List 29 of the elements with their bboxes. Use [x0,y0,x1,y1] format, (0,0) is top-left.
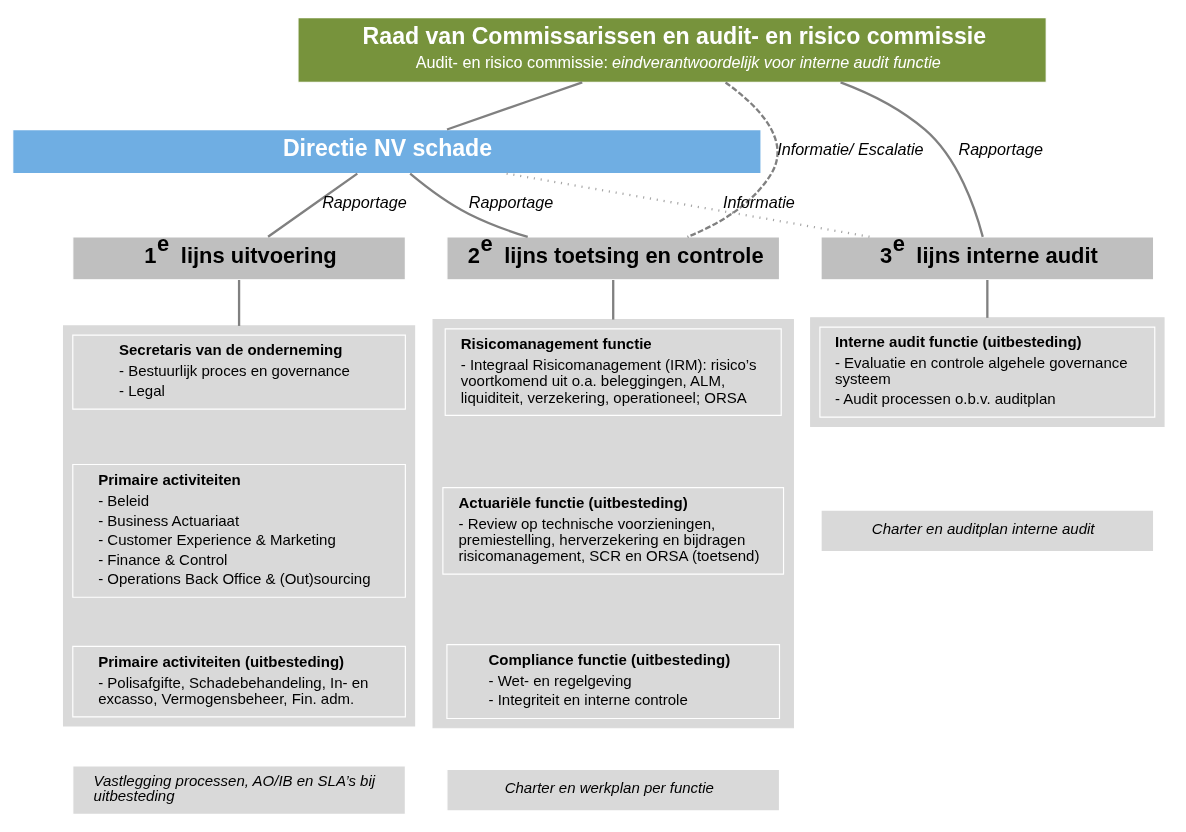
node-box: Interne audit functie (uitbesteding) - Evaluatie en controle algehele governance systeem - Audit processen o.b.v. auditplan [819,326,1156,418]
node-box: Charter en auditplan interne audit [820,509,1155,553]
node-box: Vastlegging processen, AO/IB en SLA’s bij uitbesteding [72,765,406,815]
connector [506,172,872,239]
node-box: Secretaris van de onderneming - Bestuurlijk proces en governance - Legal [72,334,406,410]
node-box: Directie NV schade [12,129,762,175]
connector [409,172,529,239]
node-box: Actuariële functie (uitbesteding) - Review op technische voorzieningen, premiestelling, herverzekering en bijdragen risicomanagement, SCR en ORSA (toetsend) [442,487,785,575]
node-box: Primaire activiteiten (uitbesteding) - Polisafgifte, Schadebehandeling, In- en excasso, Vermogensbeheer, Fin. adm. [72,645,406,718]
node-box: Raad van Commissarissen en audit- en risico commissie Audit- en risico commissie: eindverantwoordelijk voor interne audit functie [297,17,1047,83]
edge-label: Rapportage [958,139,1043,158]
node-box: Charter en werkplan per functie [446,768,781,812]
connector [237,279,241,326]
edge-label: Informatie [722,193,795,212]
connector [267,172,358,238]
connector [446,81,583,131]
cluster [810,317,1165,427]
node-box: Risicomanagement functie - Integraal Risicomanagement (IRM): risico’s voortkomend uit o.a. beleggingen, ALM, liquiditeit, verzekering, operationeel; ORSA [444,328,782,416]
edge-label: Informatie/ Escalatie [777,139,924,158]
cluster [63,325,416,727]
connector [840,81,984,238]
node-box: Compliance functie (uitbesteding) - Wet- en regelgeving - Integriteit en interne controle [446,644,781,720]
connector [986,279,989,318]
cluster [432,319,794,729]
edge-label: Rapportage [468,193,554,212]
edge-label: Rapportage [322,193,407,212]
connector [687,81,779,238]
node-box: Primaire activiteiten - Beleid - Business Actuariaat - Customer Experience & Marketing - Finance & Control - Operations Back Office & (Out)sourcing [72,463,406,598]
connector [612,279,615,320]
